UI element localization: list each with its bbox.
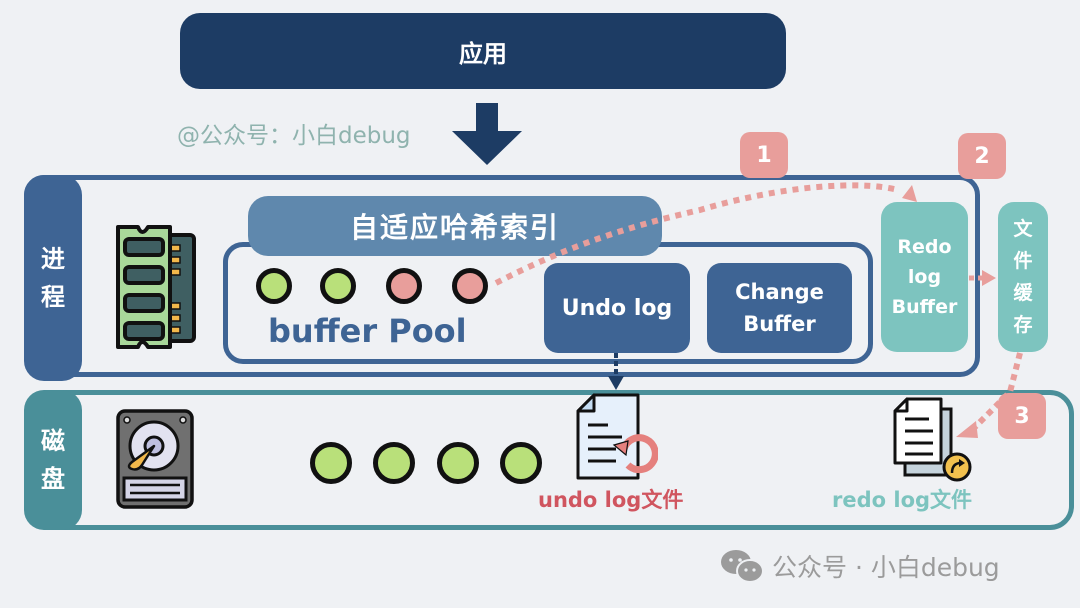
redo-log-file-icon bbox=[893, 397, 972, 482]
change-buffer-line: Change bbox=[735, 280, 824, 304]
adaptive-hash-index-label: 自适应哈希索引 bbox=[349, 211, 560, 244]
watermark-bottom-text: 公众号 · 小白debug bbox=[772, 553, 1000, 582]
buffer-pool-label: buffer Pool bbox=[268, 312, 467, 350]
disk-label-char: 磁 bbox=[41, 427, 65, 455]
disk-page-clean bbox=[310, 442, 352, 484]
file-cache-box: 文 件 缓 存 bbox=[998, 202, 1048, 352]
redo-log-buffer-line: Buffer bbox=[891, 296, 958, 318]
file-cache-char: 文 bbox=[1013, 218, 1033, 240]
application-label: 应用 bbox=[459, 39, 507, 68]
undo-log-label: Undo log bbox=[561, 295, 673, 321]
change-buffer-line: Buffer bbox=[743, 312, 816, 336]
step-number: 2 bbox=[974, 143, 990, 169]
wechat-icon bbox=[721, 550, 764, 583]
down-arrow-icon bbox=[452, 103, 522, 165]
file-cache-char: 缓 bbox=[1013, 282, 1033, 304]
disk-label: 磁 盘 bbox=[24, 390, 82, 530]
step-2-arrow-head bbox=[982, 270, 996, 286]
buffer-pool-page-clean bbox=[320, 268, 356, 304]
redo-log-file-label: redo log文件 bbox=[832, 488, 973, 512]
memory-ram-icon bbox=[116, 225, 196, 349]
step-number: 3 bbox=[1014, 403, 1030, 429]
buffer-pool-page-dirty bbox=[386, 268, 422, 304]
undo-flush-arrow-head bbox=[608, 376, 624, 390]
process-label-char: 程 bbox=[41, 283, 65, 311]
change-buffer-box: Change Buffer bbox=[707, 263, 852, 353]
buffer-pool-page-clean bbox=[256, 268, 292, 304]
step-badge-2: 2 bbox=[958, 133, 1006, 179]
undo-log-file-label: undo log文件 bbox=[538, 488, 684, 512]
redo-log-buffer-line: Redo bbox=[897, 236, 952, 258]
undo-log-file-icon bbox=[576, 393, 658, 480]
disk-label-char: 盘 bbox=[41, 465, 65, 493]
disk-page-clean bbox=[437, 442, 479, 484]
step-badge-3: 3 bbox=[998, 393, 1046, 439]
buffer-pool-page-dirty bbox=[452, 268, 488, 304]
process-label: 进 程 bbox=[24, 175, 82, 381]
file-cache-char: 件 bbox=[1013, 250, 1033, 272]
hard-disk-icon bbox=[116, 409, 194, 509]
disk-page-clean bbox=[500, 442, 542, 484]
redo-log-buffer-line: log bbox=[907, 266, 942, 288]
process-label-char: 进 bbox=[41, 245, 65, 273]
application-box: 应用 bbox=[180, 13, 786, 89]
watermark-bottom: 公众号 · 小白debug bbox=[720, 548, 1000, 584]
watermark-top: @公众号：小白debug bbox=[177, 123, 411, 149]
file-cache-char: 存 bbox=[1013, 314, 1033, 336]
step-badge-1: 1 bbox=[740, 132, 788, 178]
redo-log-buffer-box: Redo log Buffer bbox=[881, 202, 968, 352]
step-number: 1 bbox=[756, 142, 772, 168]
disk-page-clean bbox=[373, 442, 415, 484]
undo-log-box: Undo log bbox=[544, 263, 690, 353]
adaptive-hash-index-box: 自适应哈希索引 bbox=[248, 196, 662, 256]
